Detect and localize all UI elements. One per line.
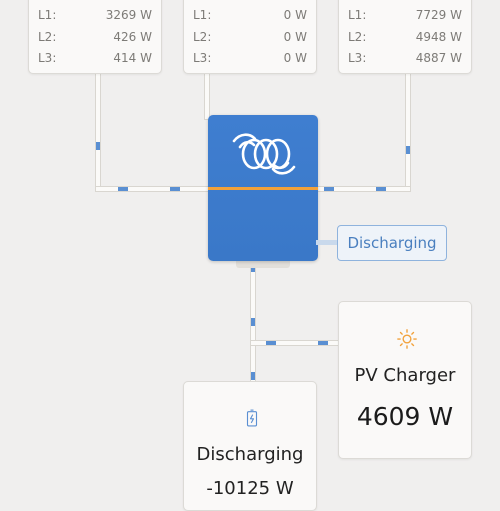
phase-value: 0 W (283, 51, 307, 65)
phase-row-l2: L2: 0 W (193, 27, 307, 49)
flow-dot (251, 372, 255, 380)
pv-charger-card[interactable]: PV Charger 4609 W (338, 301, 472, 459)
victron-logo-icon (232, 133, 296, 175)
inverter-charger[interactable] (208, 115, 318, 261)
ac-loads-phases-card[interactable]: L1: 7729 W L2: 4948 W L3: 4887 W (338, 0, 472, 74)
phase-label: L3: (38, 51, 57, 65)
phase-value: 4887 W (415, 51, 462, 65)
phase-label: L1: (348, 8, 367, 22)
phase-row-l2: L2: 426 W (38, 27, 152, 49)
phase-value: 4948 W (415, 29, 462, 44)
phase-label: L1: (38, 8, 57, 22)
phase-value: 0 W (283, 8, 307, 22)
battery-charging-icon (246, 409, 258, 427)
phase-row-l3: L3: 0 W (193, 48, 307, 70)
flow-dot (251, 266, 255, 272)
flow-dot (376, 187, 386, 191)
wire-left-vertical (95, 72, 101, 192)
phase-label: L1: (193, 8, 212, 22)
wire-right-vertical (405, 72, 411, 192)
phase-label: L3: (348, 51, 367, 65)
phase-value: 3269 W (105, 8, 152, 22)
wire-status-connector (316, 240, 338, 245)
phase-row-l1: L1: 7729 W (348, 5, 462, 27)
phase-row-l2: L2: 4948 W (348, 27, 462, 49)
flow-dot (251, 318, 255, 326)
flow-dot (170, 187, 180, 191)
phase-row-l1: L1: 3269 W (38, 5, 152, 27)
phase-label: L3: (193, 51, 212, 65)
phase-value: 0 W (283, 29, 307, 44)
phase-row-l1: L1: 0 W (193, 5, 307, 27)
wire-center-vertical (204, 72, 210, 120)
phase-label: L2: (38, 29, 57, 44)
phase-row-l3: L3: 414 W (38, 48, 152, 70)
phase-label: L2: (348, 29, 367, 44)
wire-left-horizontal (95, 186, 210, 192)
pv-charger-power: 4609 W (356, 402, 454, 431)
phase-label: L2: (193, 29, 212, 44)
grid-phases-card[interactable]: L1: 3269 W L2: 426 W L3: 414 W (28, 0, 162, 74)
inverter-status-badge: Discharging (337, 225, 447, 261)
battery-card[interactable]: Discharging -10125 W (183, 381, 317, 511)
battery-power: -10125 W (206, 478, 294, 499)
phase-value: 7729 W (415, 8, 462, 22)
flow-dot (266, 341, 276, 345)
sun-icon (397, 329, 417, 349)
phase-row-l3: L3: 4887 W (348, 48, 462, 70)
battery-state-label: Discharging (196, 444, 304, 465)
phase-value: 426 W (113, 29, 152, 44)
flow-dot (96, 142, 100, 150)
pv-charger-label: PV Charger (354, 365, 456, 386)
inverter-base (236, 260, 290, 268)
inverter-accent-stripe (208, 187, 318, 190)
phase-value: 414 W (113, 51, 152, 65)
flow-dot (318, 341, 328, 345)
flow-dot (406, 146, 410, 154)
flow-dot (118, 187, 128, 191)
genset-phases-card[interactable]: L1: 0 W L2: 0 W L3: 0 W (183, 0, 317, 74)
flow-dot (324, 187, 334, 191)
